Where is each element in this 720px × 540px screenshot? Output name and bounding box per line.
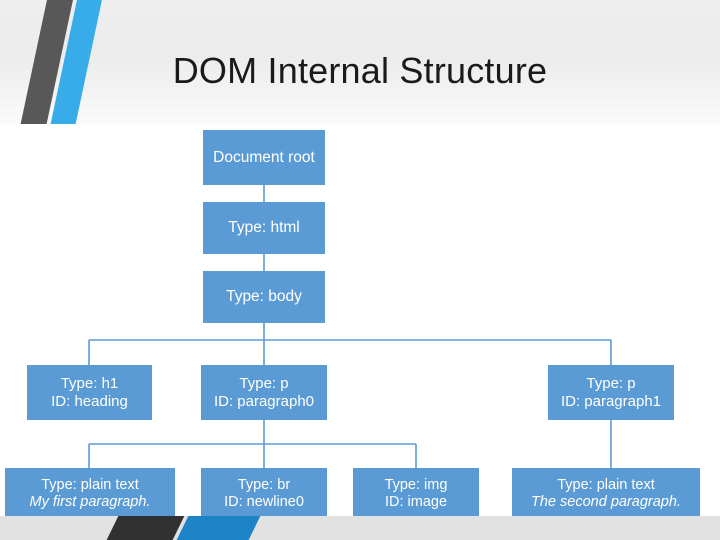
node-line: Type: p xyxy=(239,375,289,393)
node-type-p-paragraph0[interactable]: Type: p ID: paragraph0 xyxy=(201,365,327,420)
node-line: Type: img xyxy=(384,477,448,494)
node-line: ID: heading xyxy=(51,392,128,410)
node-line: The second paragraph. xyxy=(531,494,681,510)
node-document-root[interactable]: Document root xyxy=(203,130,325,185)
connector-lines xyxy=(88,185,612,468)
footer-dark-shape xyxy=(103,516,187,540)
node-line: Document root xyxy=(213,148,315,166)
node-line: Type: h1 xyxy=(60,375,119,393)
node-line: Type: p xyxy=(586,375,636,393)
node-type-img-image[interactable]: Type: img ID: image xyxy=(353,468,479,520)
title-band: DOM Internal Structure xyxy=(0,0,720,124)
footer-bar xyxy=(0,516,720,540)
node-type-h1[interactable]: Type: h1 ID: heading xyxy=(27,365,152,420)
page-title: DOM Internal Structure xyxy=(172,50,548,91)
node-line: ID: paragraph0 xyxy=(213,392,315,410)
node-type-br-newline0[interactable]: Type: br ID: newline0 xyxy=(201,468,327,520)
node-line: Type: html xyxy=(228,219,300,237)
node-type-html[interactable]: Type: html xyxy=(203,202,325,254)
node-line: Type: plain text xyxy=(41,477,139,494)
node-line: Type: br xyxy=(237,477,291,494)
node-type-body[interactable]: Type: body xyxy=(203,271,325,323)
node-line: Type: body xyxy=(226,288,302,306)
diagram-canvas: Document root Type: html Type: body Type… xyxy=(0,124,720,520)
node-line: ID: newline0 xyxy=(224,494,304,510)
node-line: Type: plain text xyxy=(557,477,655,494)
node-type-p-paragraph1[interactable]: Type: p ID: paragraph1 xyxy=(548,365,674,420)
node-plain-text-second-paragraph[interactable]: Type: plain text The second paragraph. xyxy=(512,468,700,520)
footer-blue-shape xyxy=(173,516,263,540)
node-line: My first paragraph. xyxy=(29,494,151,510)
node-plain-text-first-paragraph[interactable]: Type: plain text My first paragraph. xyxy=(5,468,175,520)
node-line: ID: image xyxy=(384,494,448,510)
node-line: ID: paragraph1 xyxy=(560,392,662,410)
